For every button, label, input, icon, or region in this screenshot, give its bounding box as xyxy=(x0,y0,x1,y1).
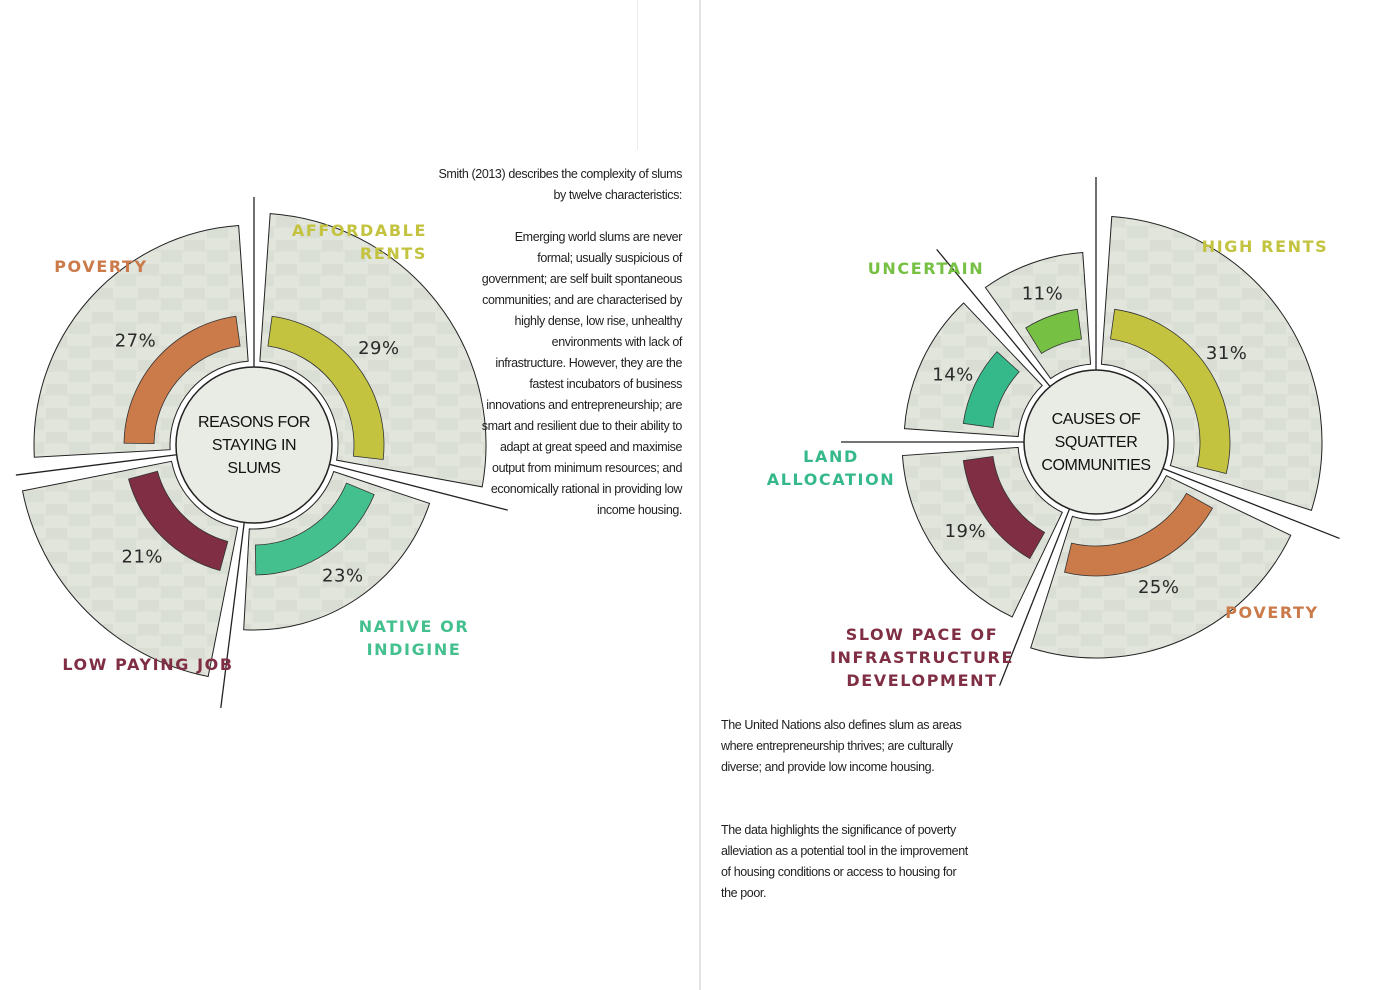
value-arc-poverty xyxy=(123,315,241,445)
value-arc-high-rents xyxy=(1110,308,1231,474)
segment-divider xyxy=(1162,467,1340,540)
chart-title-line: SQUATTER xyxy=(1055,434,1138,451)
chart-title-line: CAUSES OF xyxy=(1052,411,1141,428)
category-label-low-paying-job: LOW PAYING JOB xyxy=(62,655,233,674)
un-definition-text: The United Nations also defines slum as … xyxy=(721,718,962,774)
segment-native-or-indigine xyxy=(243,470,431,631)
causes-of-squatter-chart: 31% 25% 19% 14% 11% CAUSES OF SQUATTER COMMUNIT… xyxy=(767,177,1340,690)
segment-divider xyxy=(220,522,245,708)
chart-title-line: REASONS FOR xyxy=(198,414,310,431)
value-label-slow-pace-of-infrastructure-development: 19% xyxy=(945,521,987,542)
segment-slow-pace-of-infrastructure-development xyxy=(901,446,1063,618)
value-label-affordable-rents: 29% xyxy=(358,338,400,359)
segment-divider xyxy=(998,508,1071,686)
chart-title-line: COMMUNITIES xyxy=(1041,457,1150,474)
value-arc-native-or-indigine xyxy=(254,482,375,576)
value-label-uncertain: 11% xyxy=(1022,283,1064,304)
page-guide-line xyxy=(637,0,638,150)
category-label-high-rents: HIGH RENTS xyxy=(1202,237,1329,256)
segment-high-rents xyxy=(1100,216,1323,511)
segment-divider xyxy=(329,463,508,511)
chart-hub xyxy=(175,366,333,524)
smith-intro-text: Smith (2013) describes the complexity of… xyxy=(438,167,682,202)
value-label-poverty: 25% xyxy=(1138,577,1180,598)
value-arc-uncertain xyxy=(1025,308,1082,354)
value-label-native-or-indigine: 23% xyxy=(322,566,364,587)
value-arc-low-paying-job xyxy=(128,470,229,571)
segment-poverty xyxy=(33,225,249,458)
value-arc-affordable-rents xyxy=(267,315,385,460)
value-arc-slow-pace-of-infrastructure-development xyxy=(962,456,1046,560)
value-label-poverty: 27% xyxy=(115,331,157,352)
segment-poverty xyxy=(1030,475,1292,659)
category-label-poverty: POVERTY xyxy=(54,257,148,276)
value-arc-poverty xyxy=(1064,492,1214,577)
page-gutter xyxy=(699,0,701,990)
segment-land-allocation xyxy=(903,302,1043,438)
segment-low-paying-job xyxy=(21,460,239,678)
smith-characteristics-text: Emerging world slums are never formal; u… xyxy=(481,230,683,517)
value-label-land-allocation: 14% xyxy=(932,365,974,386)
chart-title-line: STAYING IN xyxy=(212,437,296,454)
data-highlight-text: The data highlights the significance of … xyxy=(721,823,968,900)
value-label-high-rents: 31% xyxy=(1206,343,1248,364)
reasons-for-staying-chart: 29% 23% 21% 27% REASONS FOR STAYING IN SLUMS AF… xyxy=(15,197,508,708)
value-label-low-paying-job: 21% xyxy=(122,547,164,568)
value-arc-land-allocation xyxy=(962,351,1020,428)
segment-uncertain xyxy=(984,251,1092,380)
segment-divider xyxy=(936,248,1051,387)
segment-affordable-rents xyxy=(259,213,487,488)
chart-hub xyxy=(1023,369,1169,515)
chart-title-line: SLUMS xyxy=(227,460,280,477)
segment-divider xyxy=(15,454,177,476)
category-label-poverty: POVERTY xyxy=(1225,603,1319,622)
category-label-uncertain: UNCERTAIN xyxy=(868,259,984,278)
